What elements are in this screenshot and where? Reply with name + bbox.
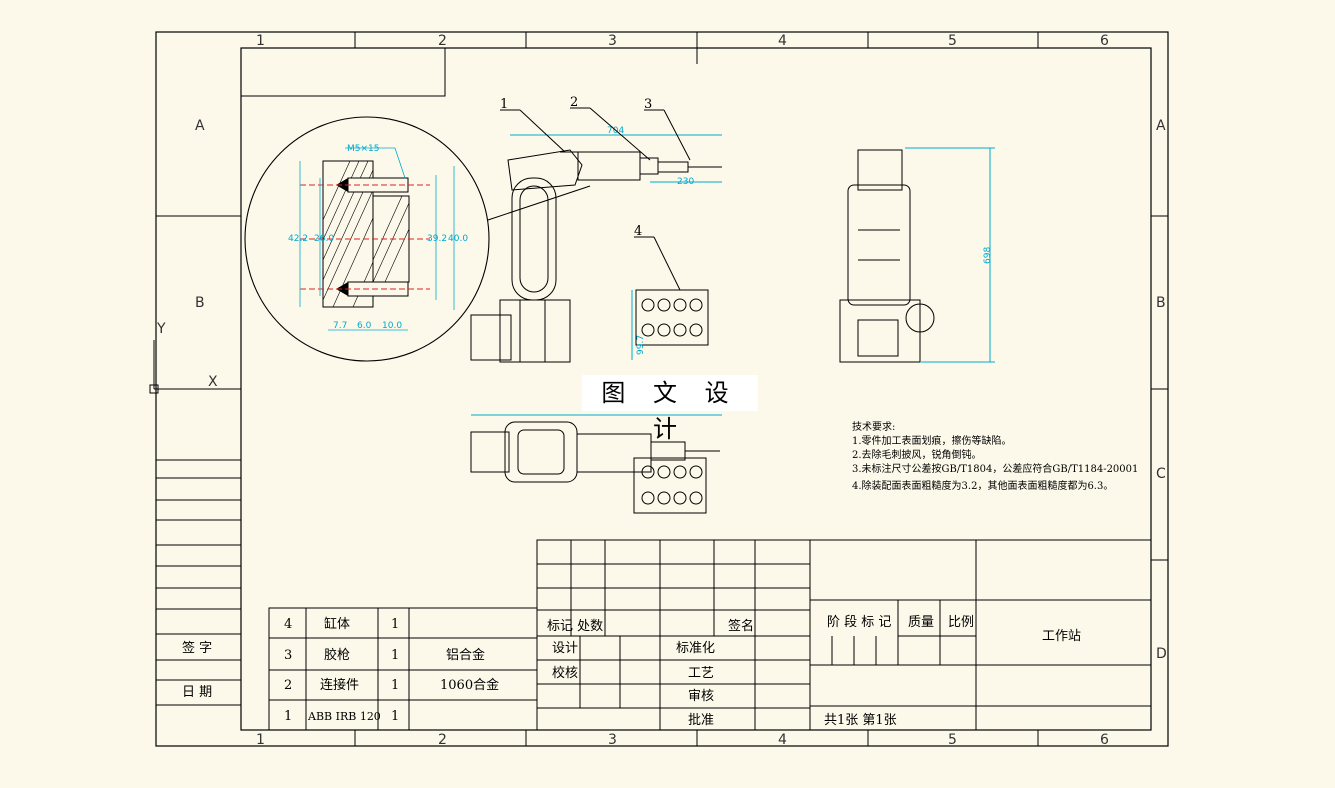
bom-row-2-no: 2 bbox=[284, 678, 292, 693]
callout-4: 4 bbox=[634, 224, 642, 239]
tb-check: 校核 bbox=[552, 665, 578, 681]
zone-row-b-left: B bbox=[195, 295, 205, 311]
bom-row-1-no: 1 bbox=[284, 709, 292, 724]
zone-col-2-bottom: 2 bbox=[438, 732, 447, 748]
width-dim: 704 bbox=[607, 126, 624, 136]
detail-dim-4: 40.0 bbox=[448, 234, 468, 244]
zone-ticks bbox=[156, 32, 1168, 746]
tb-process: 工艺 bbox=[688, 666, 714, 681]
watermark: 图 文 设 计 bbox=[582, 375, 758, 443]
zone-col-4-bottom: 4 bbox=[778, 732, 787, 748]
side-view-robot bbox=[839, 147, 995, 363]
ucs-y-label: Y bbox=[156, 321, 166, 337]
callout-leaders bbox=[500, 107, 691, 291]
callout-1: 1 bbox=[500, 97, 508, 112]
zone-col-6-bottom: 6 bbox=[1100, 732, 1109, 748]
callout-2: 2 bbox=[570, 95, 578, 110]
zone-col-2-top: 2 bbox=[438, 33, 447, 49]
zone-col-4-top: 4 bbox=[778, 33, 787, 49]
zone-row-b-right: B bbox=[1156, 295, 1166, 311]
tb-stage-mark: 阶 段 标 记 bbox=[827, 615, 891, 630]
bom-table-grid bbox=[268, 607, 538, 731]
detail-dim-6: 6.0 bbox=[357, 321, 372, 331]
bom-row-4-qty: 1 bbox=[391, 617, 399, 632]
bom-row-2-material: 1060合金 bbox=[440, 677, 499, 693]
note-1: 1.零件加工表面划痕，擦伤等缺陷。 bbox=[852, 434, 1012, 447]
zone-row-a-right: A bbox=[1156, 118, 1166, 134]
zone-col-3-bottom: 3 bbox=[608, 732, 617, 748]
date-label: 日 期 bbox=[182, 685, 212, 700]
bom-row-3-name: 胶枪 bbox=[324, 647, 350, 663]
tb-scale: 比例 bbox=[948, 615, 974, 630]
zone-row-d-right: D bbox=[1156, 646, 1167, 662]
front-view-robot bbox=[470, 134, 722, 363]
title-block-grid bbox=[536, 539, 1152, 731]
tb-standardize: 标准化 bbox=[676, 641, 715, 656]
detail-thread: M5×15 bbox=[347, 144, 379, 154]
bom-row-3-material: 铝合金 bbox=[446, 647, 485, 663]
tb-review: 审核 bbox=[688, 689, 714, 704]
top-view-robot bbox=[470, 414, 722, 514]
bom-row-4-name: 缸体 bbox=[324, 616, 350, 632]
ucs-x-label: X bbox=[208, 374, 218, 390]
tb-drawing-name: 工作站 bbox=[1042, 629, 1081, 644]
detail-dim-5: 7.7 bbox=[333, 321, 347, 331]
tb-approve: 批准 bbox=[688, 713, 714, 728]
bom-row-2-name: 连接件 bbox=[320, 677, 359, 693]
bom-row-1-name: ABB IRB 120 bbox=[307, 710, 381, 723]
note-3: 3.未标注尺寸公差按GB/T1804，公差应符合GB/T1184-20001 bbox=[852, 462, 1138, 475]
notes-title: 技术要求: bbox=[852, 420, 895, 433]
tb-design: 设计 bbox=[552, 641, 578, 656]
tb-sheets: 共1张 第1张 bbox=[824, 713, 897, 728]
zone-col-1-top: 1 bbox=[256, 33, 265, 49]
note-4: 4.除装配面表面粗糙度为3.2，其他面表面粗糙度都为6.3。 bbox=[852, 479, 1113, 492]
zone-col-5-bottom: 5 bbox=[948, 732, 957, 748]
sign-label: 签 字 bbox=[182, 640, 212, 656]
part-dim: 99.7 bbox=[636, 335, 646, 355]
bom-row-2-qty: 1 bbox=[391, 678, 399, 693]
detail-dim-7: 10.0 bbox=[382, 321, 402, 331]
detail-dim-1: 42.2 bbox=[288, 234, 308, 244]
zone-col-6-top: 6 bbox=[1100, 33, 1109, 49]
zone-col-5-top: 5 bbox=[948, 33, 957, 49]
note-2: 2.去除毛刺披风，锐角倒钝。 bbox=[852, 448, 982, 461]
tool-dim: 230 bbox=[677, 177, 694, 187]
top-left-box bbox=[240, 47, 446, 97]
tb-mass: 质量 bbox=[908, 615, 934, 630]
bom-row-1-qty: 1 bbox=[391, 709, 399, 724]
bom-row-3-qty: 1 bbox=[391, 648, 399, 663]
tb-signature: 签名 bbox=[728, 618, 754, 634]
bom-row-4-no: 4 bbox=[284, 617, 292, 632]
tb-mark-count: 标记 处数 bbox=[547, 619, 603, 634]
callout-3: 3 bbox=[644, 97, 652, 112]
bom-row-3-no: 3 bbox=[284, 648, 292, 663]
detail-view bbox=[244, 116, 591, 362]
ucs-icon bbox=[149, 340, 230, 394]
detail-dim-2: 26.0 bbox=[314, 234, 334, 244]
cylinder-block bbox=[631, 289, 709, 360]
height-dim: 698 bbox=[983, 247, 993, 264]
signature-strip bbox=[156, 459, 241, 706]
zone-col-3-top: 3 bbox=[608, 33, 617, 49]
zone-row-a-left: A bbox=[195, 118, 205, 134]
detail-dim-3: 39.2 bbox=[427, 234, 447, 244]
zone-col-1-bottom: 1 bbox=[256, 732, 265, 748]
zone-row-c-right: C bbox=[1156, 466, 1166, 482]
